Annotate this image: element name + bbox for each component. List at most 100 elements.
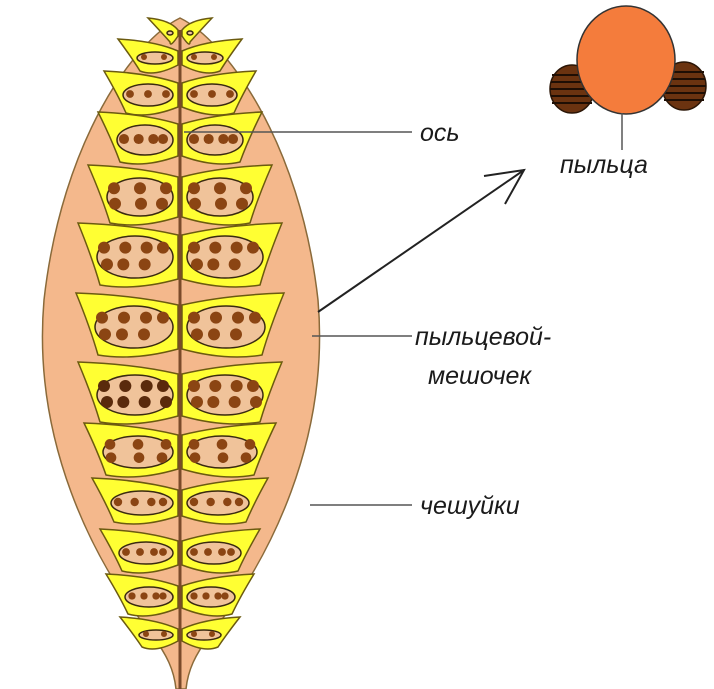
pollen-spore bbox=[141, 242, 153, 254]
pollen-spore bbox=[214, 182, 226, 194]
pollen-spore bbox=[108, 182, 120, 194]
pollen-spore bbox=[235, 498, 243, 506]
pollen-spore bbox=[101, 258, 113, 270]
pollen-spore bbox=[214, 592, 221, 599]
pollen-spore bbox=[134, 134, 144, 144]
pollen-spore bbox=[190, 90, 198, 98]
pollen-spore bbox=[226, 90, 234, 98]
pollen-spore bbox=[229, 258, 241, 270]
pollen-spore bbox=[204, 134, 214, 144]
pollen-spore bbox=[209, 631, 215, 637]
pollen-spore bbox=[218, 134, 228, 144]
pollen-spore bbox=[128, 592, 135, 599]
pollen-spore bbox=[190, 592, 197, 599]
pollen-spore bbox=[208, 328, 220, 340]
pollen-spore bbox=[241, 452, 252, 463]
label-pollen-sac-line1: пыльцевой- bbox=[415, 323, 551, 351]
pollen-spore bbox=[228, 134, 238, 144]
pollen-spore bbox=[150, 548, 158, 556]
pollen-spore bbox=[117, 396, 129, 408]
pollen-spore bbox=[152, 592, 159, 599]
pollen-spore bbox=[218, 548, 226, 556]
pollen-spore bbox=[109, 198, 121, 210]
pollen-spore bbox=[245, 439, 256, 450]
pollen-spore bbox=[215, 198, 227, 210]
pollen-spore bbox=[159, 498, 167, 506]
pollen-spore bbox=[206, 498, 214, 506]
pollen-spore bbox=[117, 258, 129, 270]
pollen-spore bbox=[191, 328, 203, 340]
pollen-spore bbox=[141, 380, 153, 392]
pollen-spore bbox=[209, 380, 221, 392]
pollen-spore bbox=[191, 54, 197, 60]
pollen-spore bbox=[162, 90, 170, 98]
pollen-spore bbox=[247, 242, 259, 254]
pollen-spore bbox=[134, 452, 145, 463]
pollen-spore bbox=[188, 312, 200, 324]
pollen-spore bbox=[229, 396, 241, 408]
pollen-spore bbox=[135, 198, 147, 210]
pollen-spore bbox=[189, 198, 201, 210]
pollen-spore bbox=[141, 54, 147, 60]
pollen-spore bbox=[101, 396, 113, 408]
pollen-spore bbox=[134, 182, 146, 194]
pollen-spore bbox=[148, 134, 158, 144]
pollen-spore bbox=[231, 380, 243, 392]
pollen-spore bbox=[221, 592, 228, 599]
pollen-spore bbox=[98, 380, 110, 392]
pollen-spore bbox=[119, 380, 131, 392]
pollen-spore bbox=[119, 134, 129, 144]
pollen-spore bbox=[189, 439, 200, 450]
pollen-spore bbox=[114, 498, 122, 506]
pollen-spore bbox=[209, 242, 221, 254]
pollen-spore bbox=[227, 548, 235, 556]
pollen-spore bbox=[236, 198, 248, 210]
pollen-spore bbox=[190, 452, 201, 463]
pollen-spore bbox=[202, 592, 209, 599]
pollen-spore bbox=[143, 631, 149, 637]
pollen-spore bbox=[140, 592, 147, 599]
pollen-spore bbox=[98, 242, 110, 254]
pollen-spore bbox=[106, 452, 117, 463]
pollen-sac bbox=[167, 31, 173, 35]
pollen-spore bbox=[130, 498, 138, 506]
pollen-spore bbox=[144, 90, 152, 98]
pollen-spore bbox=[96, 312, 108, 324]
pollen-spore bbox=[160, 396, 172, 408]
pollen-spore bbox=[157, 452, 168, 463]
pollen-spore bbox=[189, 134, 199, 144]
pollen-spore bbox=[210, 312, 222, 324]
pollen-spore bbox=[188, 182, 200, 194]
pollen-spore bbox=[211, 54, 217, 60]
pollen-spore bbox=[247, 380, 259, 392]
pollen-spore bbox=[232, 312, 244, 324]
pollen-spore bbox=[158, 134, 168, 144]
pollen-spore bbox=[204, 548, 212, 556]
pollen-spore bbox=[188, 380, 200, 392]
pollen-spore bbox=[119, 242, 131, 254]
pollen-spore bbox=[118, 312, 130, 324]
pollen-spore bbox=[207, 258, 219, 270]
pollen-spore bbox=[161, 54, 167, 60]
pollen-spore bbox=[190, 498, 198, 506]
pollen-spore bbox=[161, 439, 172, 450]
label-pollen-sac-line2: мешочек bbox=[428, 362, 532, 390]
pollen-spore bbox=[133, 439, 144, 450]
pollen-body bbox=[577, 6, 675, 114]
pollen-spore bbox=[99, 328, 111, 340]
pollen-spore bbox=[207, 396, 219, 408]
label-axis: ось bbox=[420, 119, 460, 147]
pollen-spore bbox=[160, 182, 172, 194]
pollen-spore bbox=[230, 328, 242, 340]
pollen-spore bbox=[249, 312, 261, 324]
pollen-sac bbox=[187, 31, 193, 35]
pollen-spore bbox=[126, 90, 134, 98]
pollen-spore bbox=[105, 439, 116, 450]
pollen-spore bbox=[217, 439, 228, 450]
pollen-spore bbox=[157, 242, 169, 254]
pollen-spore bbox=[250, 396, 262, 408]
pollen-spore bbox=[218, 452, 229, 463]
pollen-spore bbox=[159, 548, 167, 556]
arrow-icon bbox=[318, 170, 524, 312]
